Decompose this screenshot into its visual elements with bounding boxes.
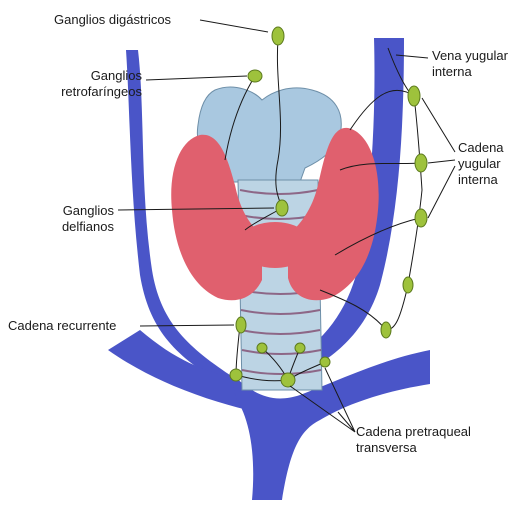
label-pretracheal-chain-line2: transversa bbox=[356, 440, 417, 456]
delphian-node bbox=[276, 200, 288, 216]
digastric-node bbox=[272, 27, 284, 45]
recurrent-chain-node bbox=[236, 317, 246, 333]
jugular-chain-node bbox=[408, 86, 420, 106]
label-pretracheal-chain-line1: Cadena pretraqueal bbox=[356, 424, 471, 440]
retropharyngeal-node bbox=[248, 70, 262, 82]
leader-line-recurrent bbox=[140, 325, 234, 326]
jugular-chain-node bbox=[381, 322, 391, 338]
jugular-chain-node bbox=[415, 154, 427, 172]
pretracheal-node bbox=[295, 343, 305, 353]
label-jugular-chain-line2: yugular bbox=[458, 156, 501, 172]
label-recurrent-chain: Cadena recurrente bbox=[8, 318, 116, 334]
label-jugular-chain-line1: Cadena bbox=[458, 140, 504, 156]
pretracheal-node bbox=[320, 357, 330, 367]
leader-line-digastric bbox=[200, 20, 268, 32]
label-delphian-nodes-line2: delfianos bbox=[30, 219, 114, 235]
label-jugular-chain-line3: interna bbox=[458, 172, 498, 188]
jugular-chain-node bbox=[403, 277, 413, 293]
label-retropharyngeal-nodes-line1: Ganglios bbox=[30, 68, 142, 84]
label-internal-jugular-vein-line2: interna bbox=[432, 64, 472, 80]
leader-line-jugular-chain bbox=[422, 98, 455, 218]
pretracheal-node bbox=[230, 369, 242, 381]
pretracheal-node bbox=[257, 343, 267, 353]
jugular-chain-node bbox=[415, 209, 427, 227]
label-digastric-nodes: Ganglios digástricos bbox=[54, 12, 171, 28]
label-delphian-nodes-line1: Ganglios bbox=[30, 203, 114, 219]
leader-line-retropharyngeal bbox=[146, 76, 247, 80]
pretracheal-node bbox=[281, 373, 295, 387]
label-internal-jugular-vein-line1: Vena yugular bbox=[432, 48, 508, 64]
thyroid-isthmus bbox=[250, 222, 300, 268]
label-retropharyngeal-nodes-line2: retrofaríngeos bbox=[30, 84, 142, 100]
